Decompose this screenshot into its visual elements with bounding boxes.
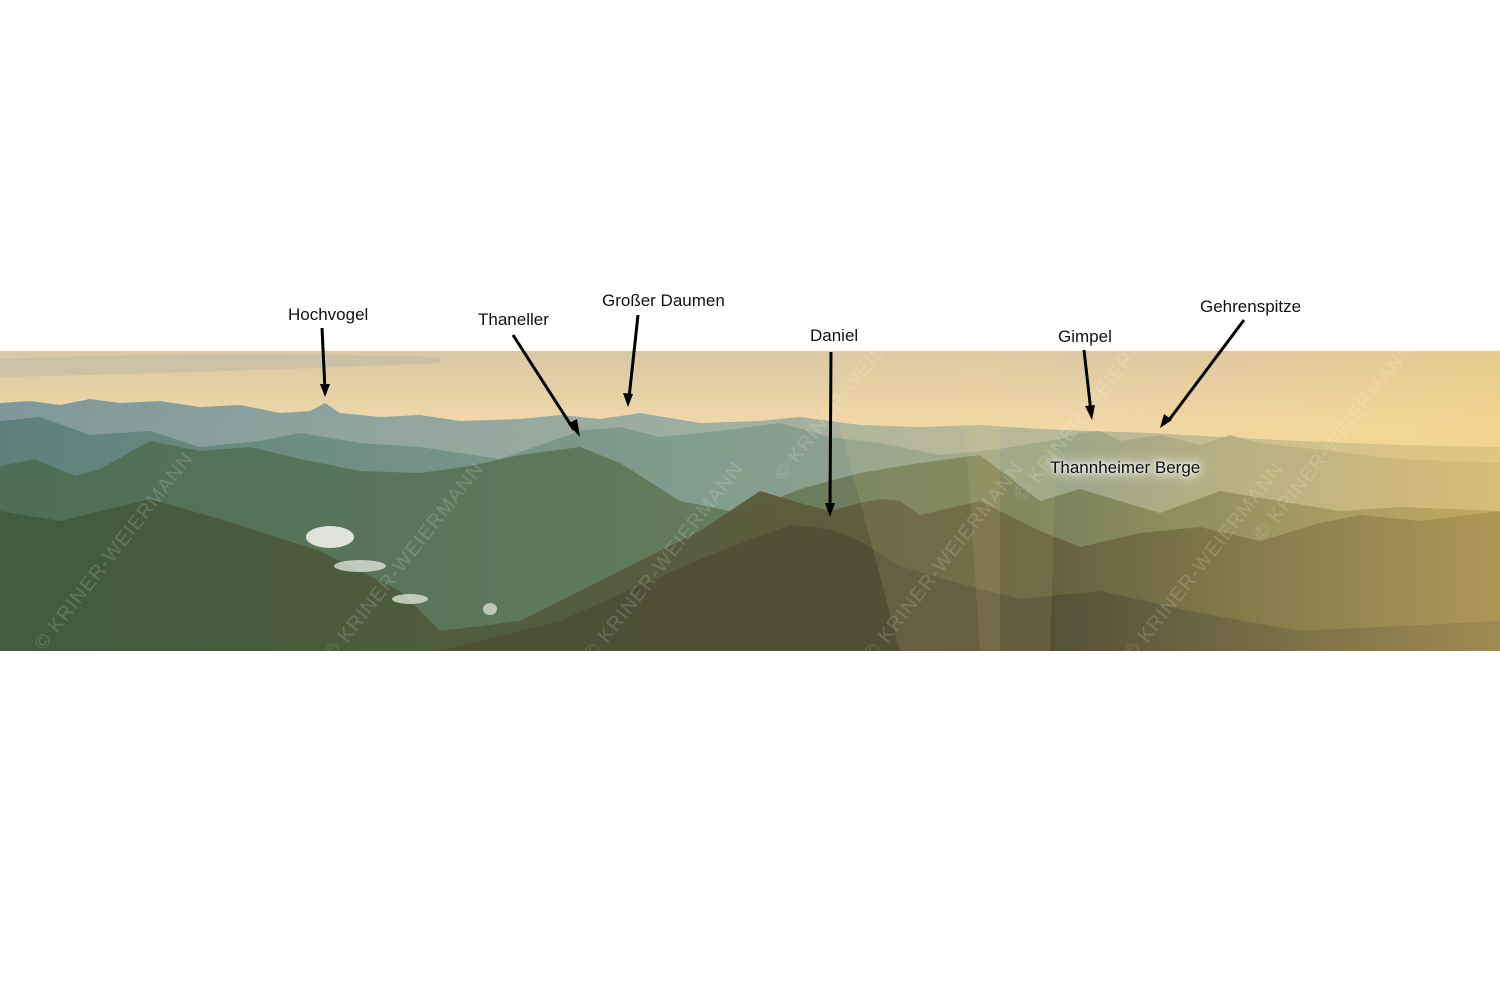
panorama-photo: © KRINER-WEIERMANN © KRINER-WEIERMANN © … [0,351,1500,651]
mountain-landscape [0,351,1500,651]
label-gimpel: Gimpel [1058,327,1112,346]
label-grosser-daumen: Großer Daumen [602,291,725,310]
label-hochvogel: Hochvogel [288,305,369,324]
label-daniel: Daniel [810,326,859,345]
label-thannheimer-berge: Thannheimer Berge [1050,458,1201,477]
label-gehrenspitze: Gehrenspitze [1200,297,1302,316]
label-thaneller: Thaneller [478,310,549,329]
